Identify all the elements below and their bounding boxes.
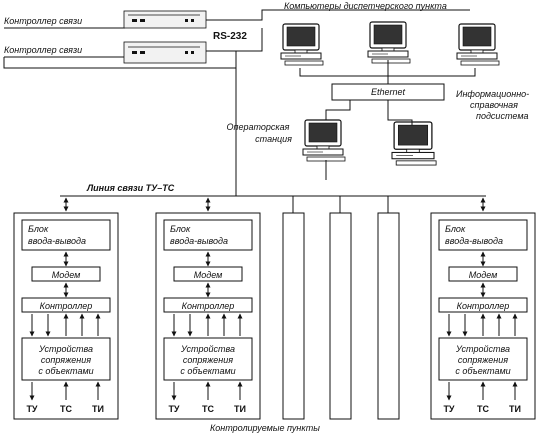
modem-label: Модем [194,270,223,280]
controller-label: Контроллер [182,301,235,311]
output-label-ТИ: ТИ [509,404,521,414]
coupling-device-label: Устройства [38,344,93,354]
coupling-device-label: с объектами [38,366,93,376]
modem-block [173,266,243,282]
io-block-label-1: Блок [445,224,466,234]
controller-label: Контроллер [40,301,93,311]
eth-link-op [325,100,351,120]
ethernet-label: Ethernet [371,87,406,97]
computer-icon [456,23,500,66]
io-block-label-2: ввода-вывода [170,236,228,246]
computer-icon [302,119,346,162]
computer-icon [391,121,437,166]
output-label-ТИ: ТИ [234,404,246,414]
rs232-link [206,28,263,52]
output-label-ТИ: ТИ [92,404,104,414]
operator-station-label: Операторская станция [227,122,293,144]
rack-device-icon [123,10,207,29]
coupling-device-label: с объектами [180,366,235,376]
output-label-ТУ: ТУ [443,404,454,414]
rs232-label: RS-232 [213,31,247,42]
io-block [163,219,253,251]
eth-link-1 [299,68,389,84]
coupling-device-label: сопряжения [41,355,91,365]
controller-block [163,297,253,313]
placeholder-point [329,212,352,420]
output-label-ТС: ТС [202,404,214,414]
controlled-point-1: Блок ввода-выводаМодемКонтроллерУстройств… [13,197,119,420]
output-label-ТУ: ТУ [168,404,179,414]
controlled-point-3: Блок ввода-выводаМодемКонтроллерУстройств… [430,197,536,420]
computer-icon [367,21,411,64]
coupling-device-block [438,337,528,381]
modem-block [31,266,101,282]
modem-block [448,266,518,282]
coupling-device-label: с объектами [455,366,510,376]
eth-link-down [387,100,413,125]
controlled-points-group: Блок ввода-выводаМодемКонтроллерУстройств… [13,197,536,420]
comm-line-label: Линия связи ТУ–ТС [86,183,175,193]
computers-label: Компьютеры диспетчерского пункта [284,1,447,11]
coupling-device-label: Устройства [455,344,510,354]
output-label-ТС: ТС [477,404,489,414]
coupling-device-block [21,337,111,381]
coupling-device-label: Устройства [180,344,235,354]
modem-label: Модем [469,270,498,280]
controlled-points-label: Контролируемые пункты [210,423,320,433]
modem-label: Модем [52,270,81,280]
line-to-comm [3,57,237,180]
placeholder-point [377,212,400,420]
controller-block [21,297,111,313]
computers-bus-top [206,9,470,21]
controller-top-label: Контроллер связи [4,16,82,26]
controller-block [438,297,528,313]
io-block [21,219,111,251]
output-label-ТУ: ТУ [26,404,37,414]
controlled-point-2: Блок ввода-выводаМодемКонтроллерУстройств… [155,197,261,420]
computer-icon [280,23,324,66]
io-block-label-1: Блок [28,224,49,234]
coupling-device-label: сопряжения [458,355,508,365]
placeholder-point [282,212,305,420]
io-block-label-2: ввода-вывода [28,236,86,246]
rack-device-icon [123,41,207,64]
eth-link-3 [388,68,476,77]
io-block [438,219,528,251]
info-subsystem-label: Информационно- справочная подсистема [456,89,532,121]
controller-label: Контроллер [457,301,510,311]
controller-bottom-label: Контроллер связи [4,45,82,55]
output-label-ТС: ТС [60,404,72,414]
coupling-device-block [163,337,253,381]
io-block-label-1: Блок [170,224,191,234]
coupling-device-label: сопряжения [183,355,233,365]
io-block-label-2: ввода-вывода [445,236,503,246]
computers-group [280,21,500,166]
